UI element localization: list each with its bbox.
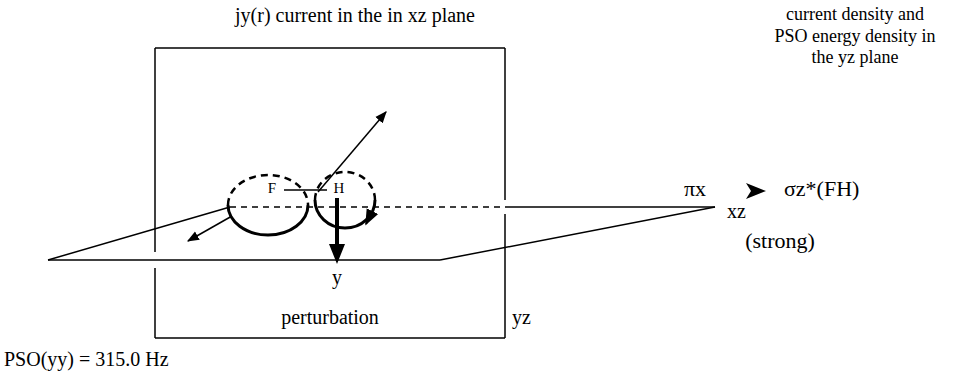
axis-note: perturbation	[281, 306, 379, 329]
current-arrow	[318, 112, 386, 192]
perturbation-arrow	[335, 198, 339, 248]
plane-title: jy(r) current in the in xz plane	[235, 4, 475, 27]
transition-arrow	[746, 183, 766, 199]
plane-name: yz	[512, 306, 531, 329]
strength-note: (strong)	[745, 228, 815, 253]
xz-plane	[48, 207, 715, 260]
axis-label: y	[332, 266, 342, 289]
yz-plane	[155, 48, 505, 338]
atom-label: F	[267, 180, 277, 197]
orbital-label: σz*(FH)	[784, 176, 859, 201]
panel-note: current density and PSO energy density i…	[769, 4, 941, 69]
plane-name: xz	[727, 200, 746, 223]
current-loops	[228, 172, 375, 235]
perturbation-arrowhead	[329, 244, 345, 264]
atom-label: H	[333, 180, 346, 197]
current-arrow	[188, 216, 232, 241]
coupling-value: PSO(yy) = 315.0 Hz	[4, 348, 169, 371]
orbital-label: πx	[684, 176, 706, 201]
